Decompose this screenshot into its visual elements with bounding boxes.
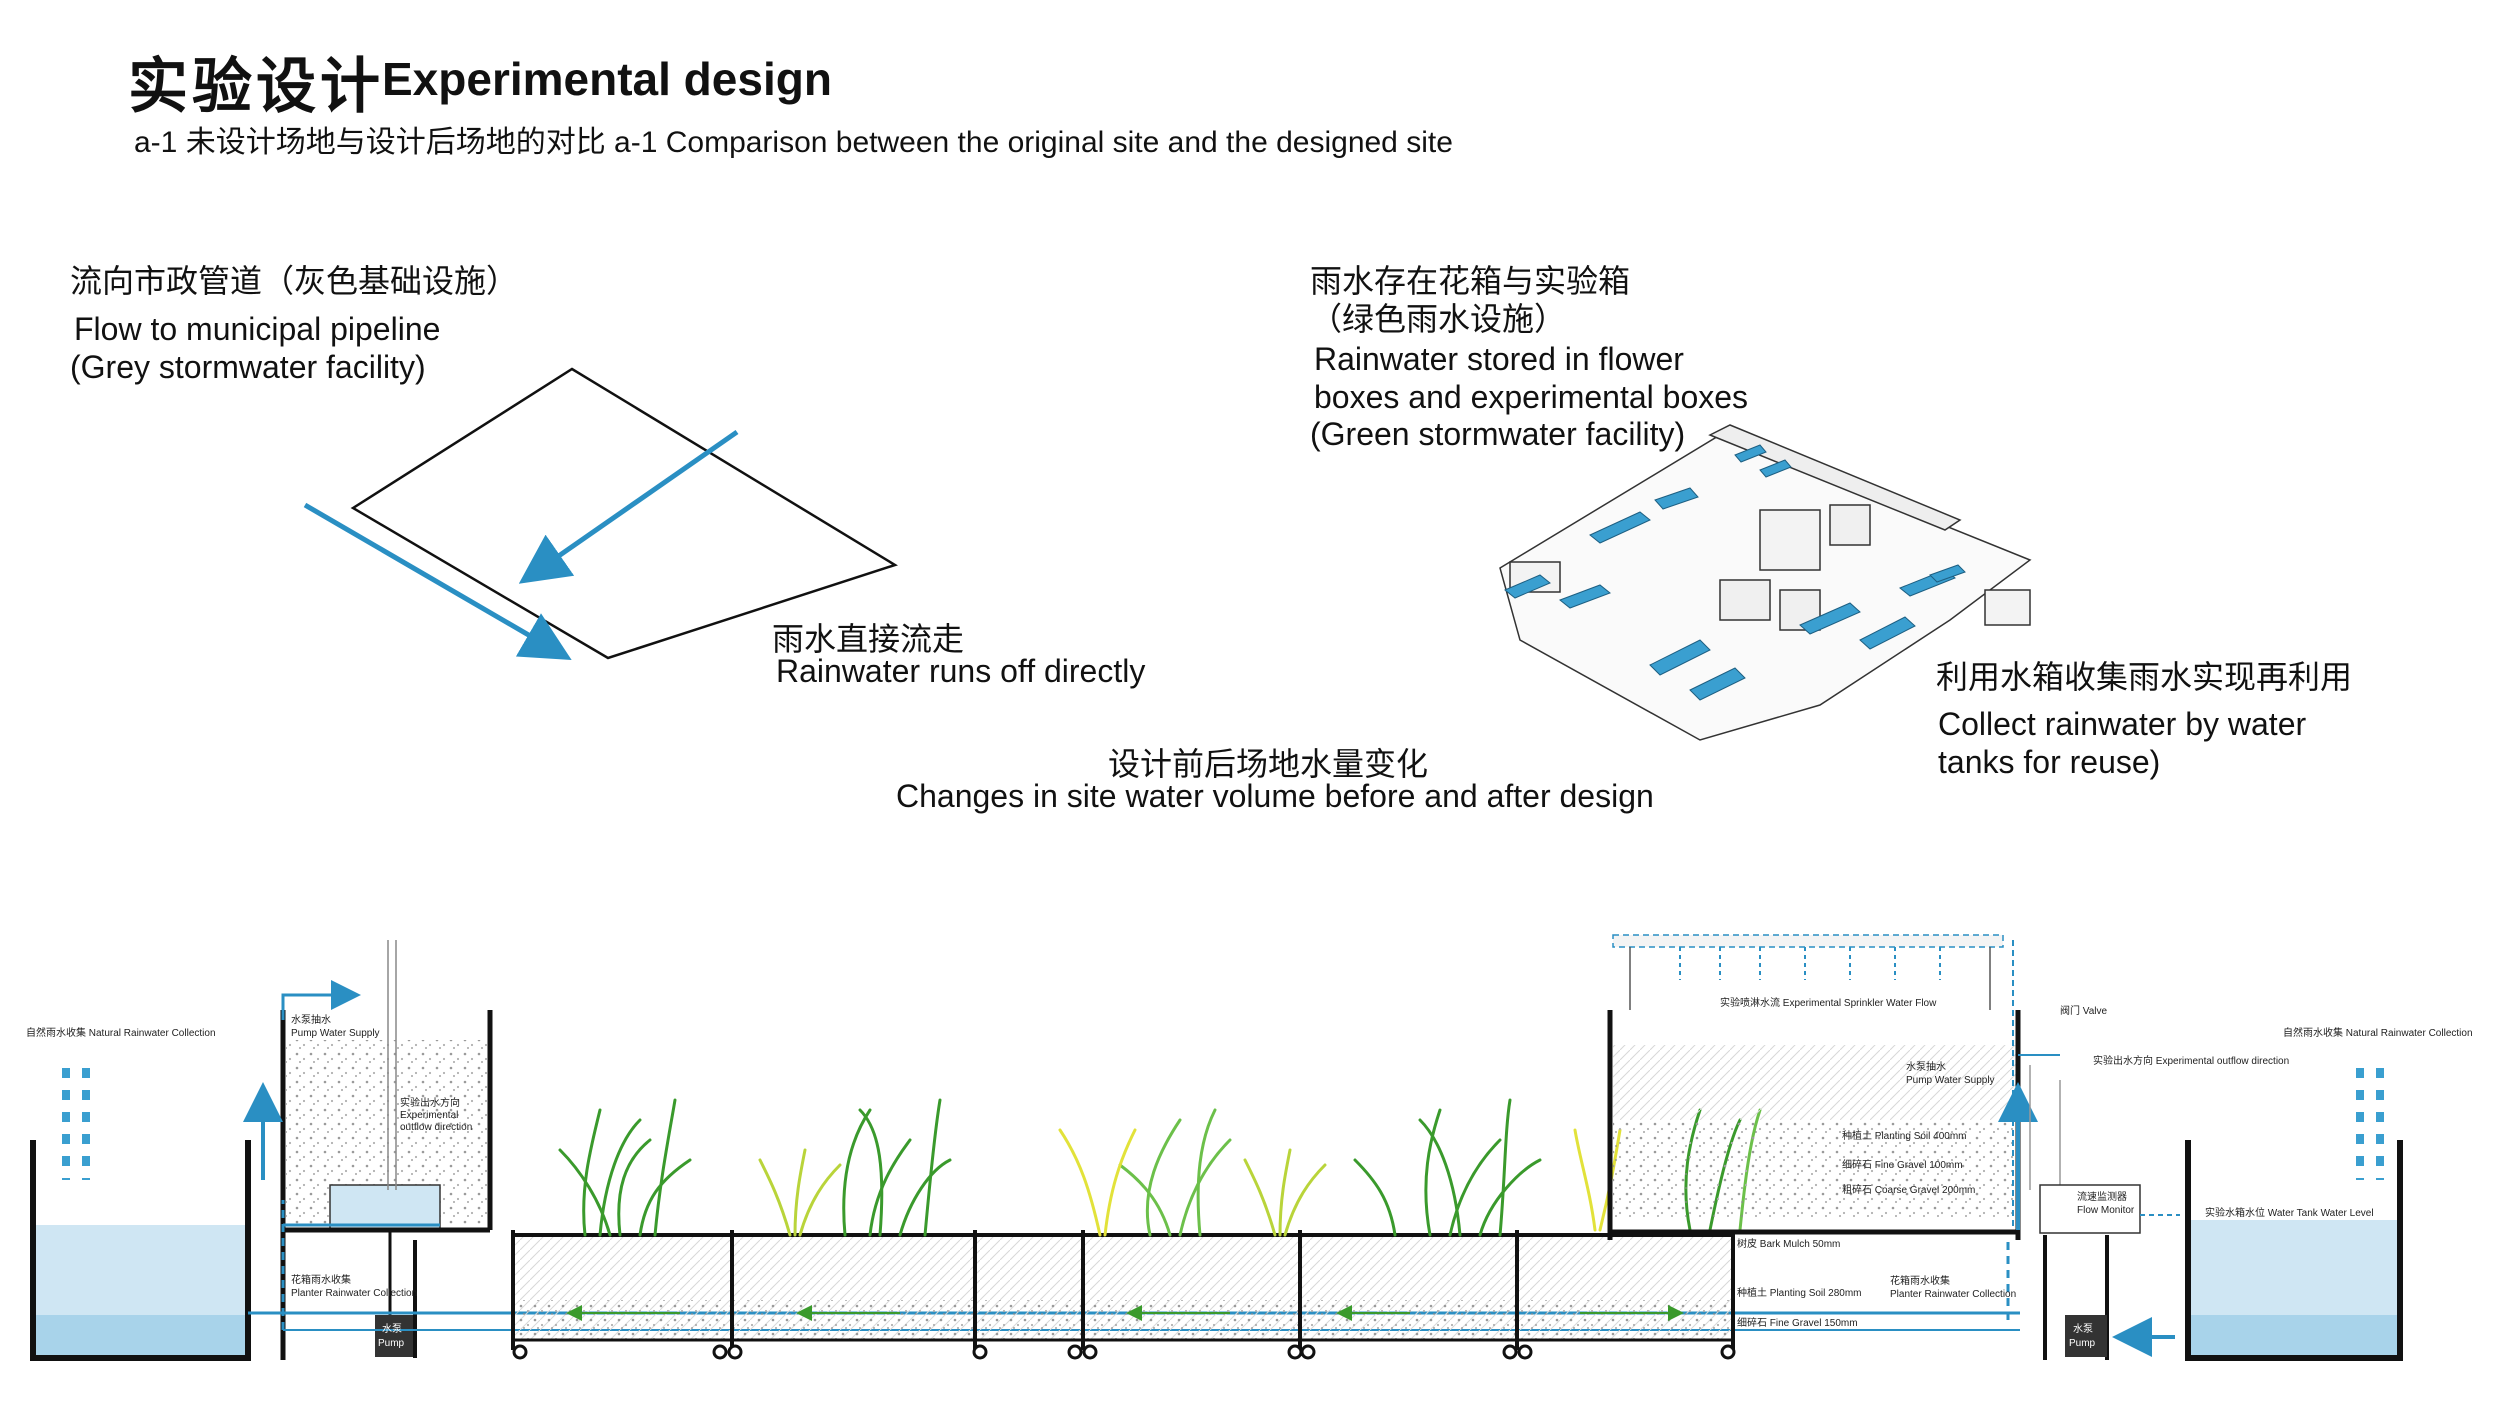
fine-gravel-100: 细碎石 Fine Gravel 100mm — [1842, 1160, 1963, 1171]
reuse-label-en-1: Collect rainwater by water — [1938, 706, 2307, 742]
natural-collection-left: 自然雨水收集 Natural Rainwater Collection — [26, 1028, 216, 1039]
pump-supply-left-en: Pump Water Supply — [291, 1028, 380, 1039]
left-rain-drops — [62, 1068, 90, 1180]
page-title-zh: 实验设计 — [128, 53, 384, 120]
right-rain-drops — [2356, 1068, 2384, 1180]
pump-supply-right-en: Pump Water Supply — [1906, 1075, 1995, 1086]
green-facility-label-en-2: boxes and experimental boxes — [1314, 379, 1749, 415]
green-facility-label-zh-2: （绿色雨水设施） — [1310, 301, 1567, 337]
outflow-right-label: 实验出水方向 Experimental outflow direction — [2093, 1056, 2290, 1067]
planter-collect-right-zh: 花箱雨水收集 — [1890, 1276, 1950, 1287]
green-facility-label-en-1: Rainwater stored in flower — [1314, 341, 1684, 377]
planter-collect-left-zh: 花箱雨水收集 — [291, 1275, 351, 1286]
sprinkler-label: 实验喷淋水流 Experimental Sprinkler Water Flow — [1720, 998, 1937, 1009]
green-facility-label-en-3: (Green stormwater facility) — [1310, 416, 1686, 452]
reuse-label-zh: 利用水箱收集雨水实现再利用 — [1936, 659, 2353, 695]
pump-left-en: Pump — [378, 1338, 405, 1349]
fine-gravel-150: 细碎石 Fine Gravel 150mm — [1737, 1318, 1858, 1329]
pump-right-en: Pump — [2069, 1338, 2096, 1349]
flow-monitor-en: Flow Monitor — [2077, 1205, 2135, 1216]
bark-mulch-label: 树皮 Bark Mulch 50mm — [1737, 1239, 1841, 1250]
runoff-label-zh: 雨水直接流走 — [772, 621, 965, 657]
planting-soil-400: 种植土 Planting Soil 400mm — [1842, 1131, 1967, 1142]
reuse-label-en-2: tanks for reuse) — [1938, 744, 2161, 780]
left-water-tank — [30, 1068, 251, 1361]
natural-collection-right: 自然雨水收集 Natural Rainwater Collection — [2283, 1028, 2473, 1039]
green-facility-label-zh-1: 雨水存在花箱与实验箱 — [1310, 263, 1631, 299]
planter-boxes — [511, 1230, 1736, 1360]
pump-supply-left-zh: 水泵抽水 — [291, 1015, 331, 1026]
grey-facility-label-en-2: (Grey stormwater facility) — [70, 349, 426, 385]
grey-facility-label-zh: 流向市政管道（灰色基础设施） — [70, 263, 519, 299]
coarse-gravel-200: 粗碎石 Coarse Gravel 200mm — [1842, 1185, 1976, 1196]
runoff-arrow-1 — [303, 502, 572, 661]
left-pump-column — [243, 940, 493, 1360]
pump-supply-right-zh: 水泵抽水 — [1906, 1062, 1946, 1073]
right-water-tank — [2112, 1068, 2403, 1361]
outflow-left-en1: Experimental — [400, 1110, 459, 1121]
pump-right-zh: 水泵 — [2073, 1324, 2093, 1335]
original-site-plane — [303, 367, 898, 661]
outflow-left-zh: 实验出水方向 — [400, 1098, 460, 1109]
runoff-arrow-2 — [518, 429, 739, 584]
plants — [558, 1098, 1762, 1237]
flow-monitor-zh: 流速监测器 — [2077, 1192, 2127, 1203]
tank-water-level: 实验水箱水位 Water Tank Water Level — [2205, 1208, 2374, 1219]
valve-label: 阀门 Valve — [2060, 1006, 2108, 1017]
outflow-left-en2: outflow direction — [400, 1122, 473, 1133]
center-caption-zh: 设计前后场地水量变化 — [1108, 746, 1429, 782]
center-caption-en: Changes in site water volume before and … — [896, 778, 1654, 814]
planter-collect-right-en: Planter Rainwater Collection — [1890, 1289, 2017, 1300]
runoff-label-en: Rainwater runs off directly — [776, 653, 1146, 689]
planter-collect-left-en: Planter Rainwater Collection — [291, 1288, 418, 1299]
planting-soil-280: 种植土 Planting Soil 280mm — [1737, 1288, 1862, 1299]
pump-left-zh: 水泵 — [382, 1324, 402, 1335]
designed-site-axon — [1499, 424, 2032, 741]
right-experimental-box — [1607, 934, 2180, 1360]
page-title-en: Experimental design — [382, 53, 832, 105]
page-subtitle: a-1 未设计场地与设计后场地的对比 a-1 Comparison betwee… — [134, 126, 1453, 159]
grey-facility-label-en-1: Flow to municipal pipeline — [74, 311, 441, 347]
